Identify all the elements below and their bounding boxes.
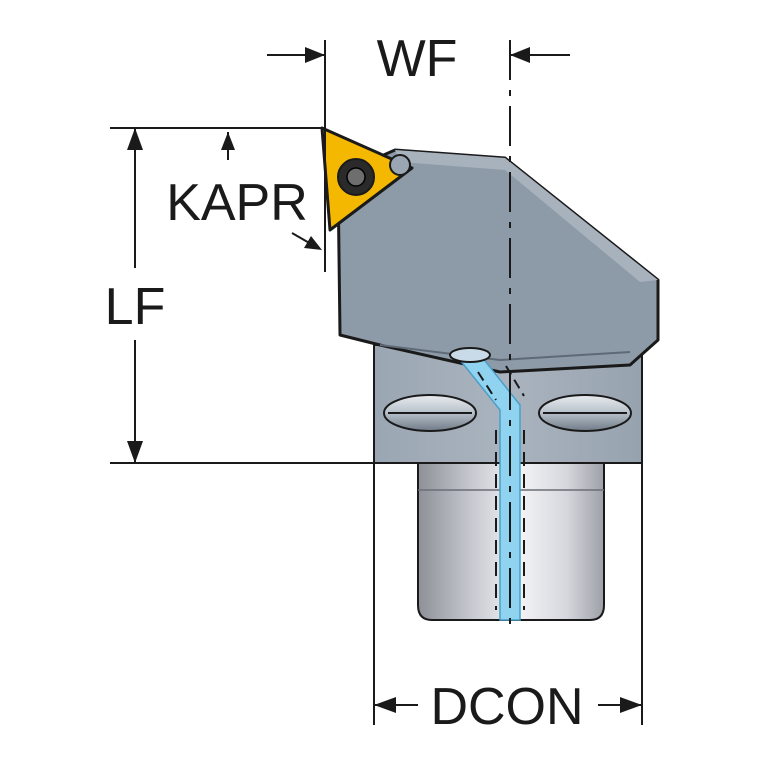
kapr-dimension: KAPR (166, 132, 322, 250)
dcon-dimension: DCON (373, 463, 643, 736)
right-clamp-slot (538, 394, 632, 432)
kapr-label: KAPR (166, 174, 308, 232)
lf-label: LF (105, 278, 166, 336)
wf-dimension: WF (267, 30, 570, 272)
lf-dimension: LF (105, 127, 374, 464)
wf-label: WF (377, 30, 458, 88)
dcon-label: DCON (430, 678, 583, 736)
coolant-outlet (449, 347, 491, 363)
cutting-head (336, 148, 660, 374)
left-clamp-slot (383, 394, 477, 432)
coolant-channel (449, 347, 525, 621)
